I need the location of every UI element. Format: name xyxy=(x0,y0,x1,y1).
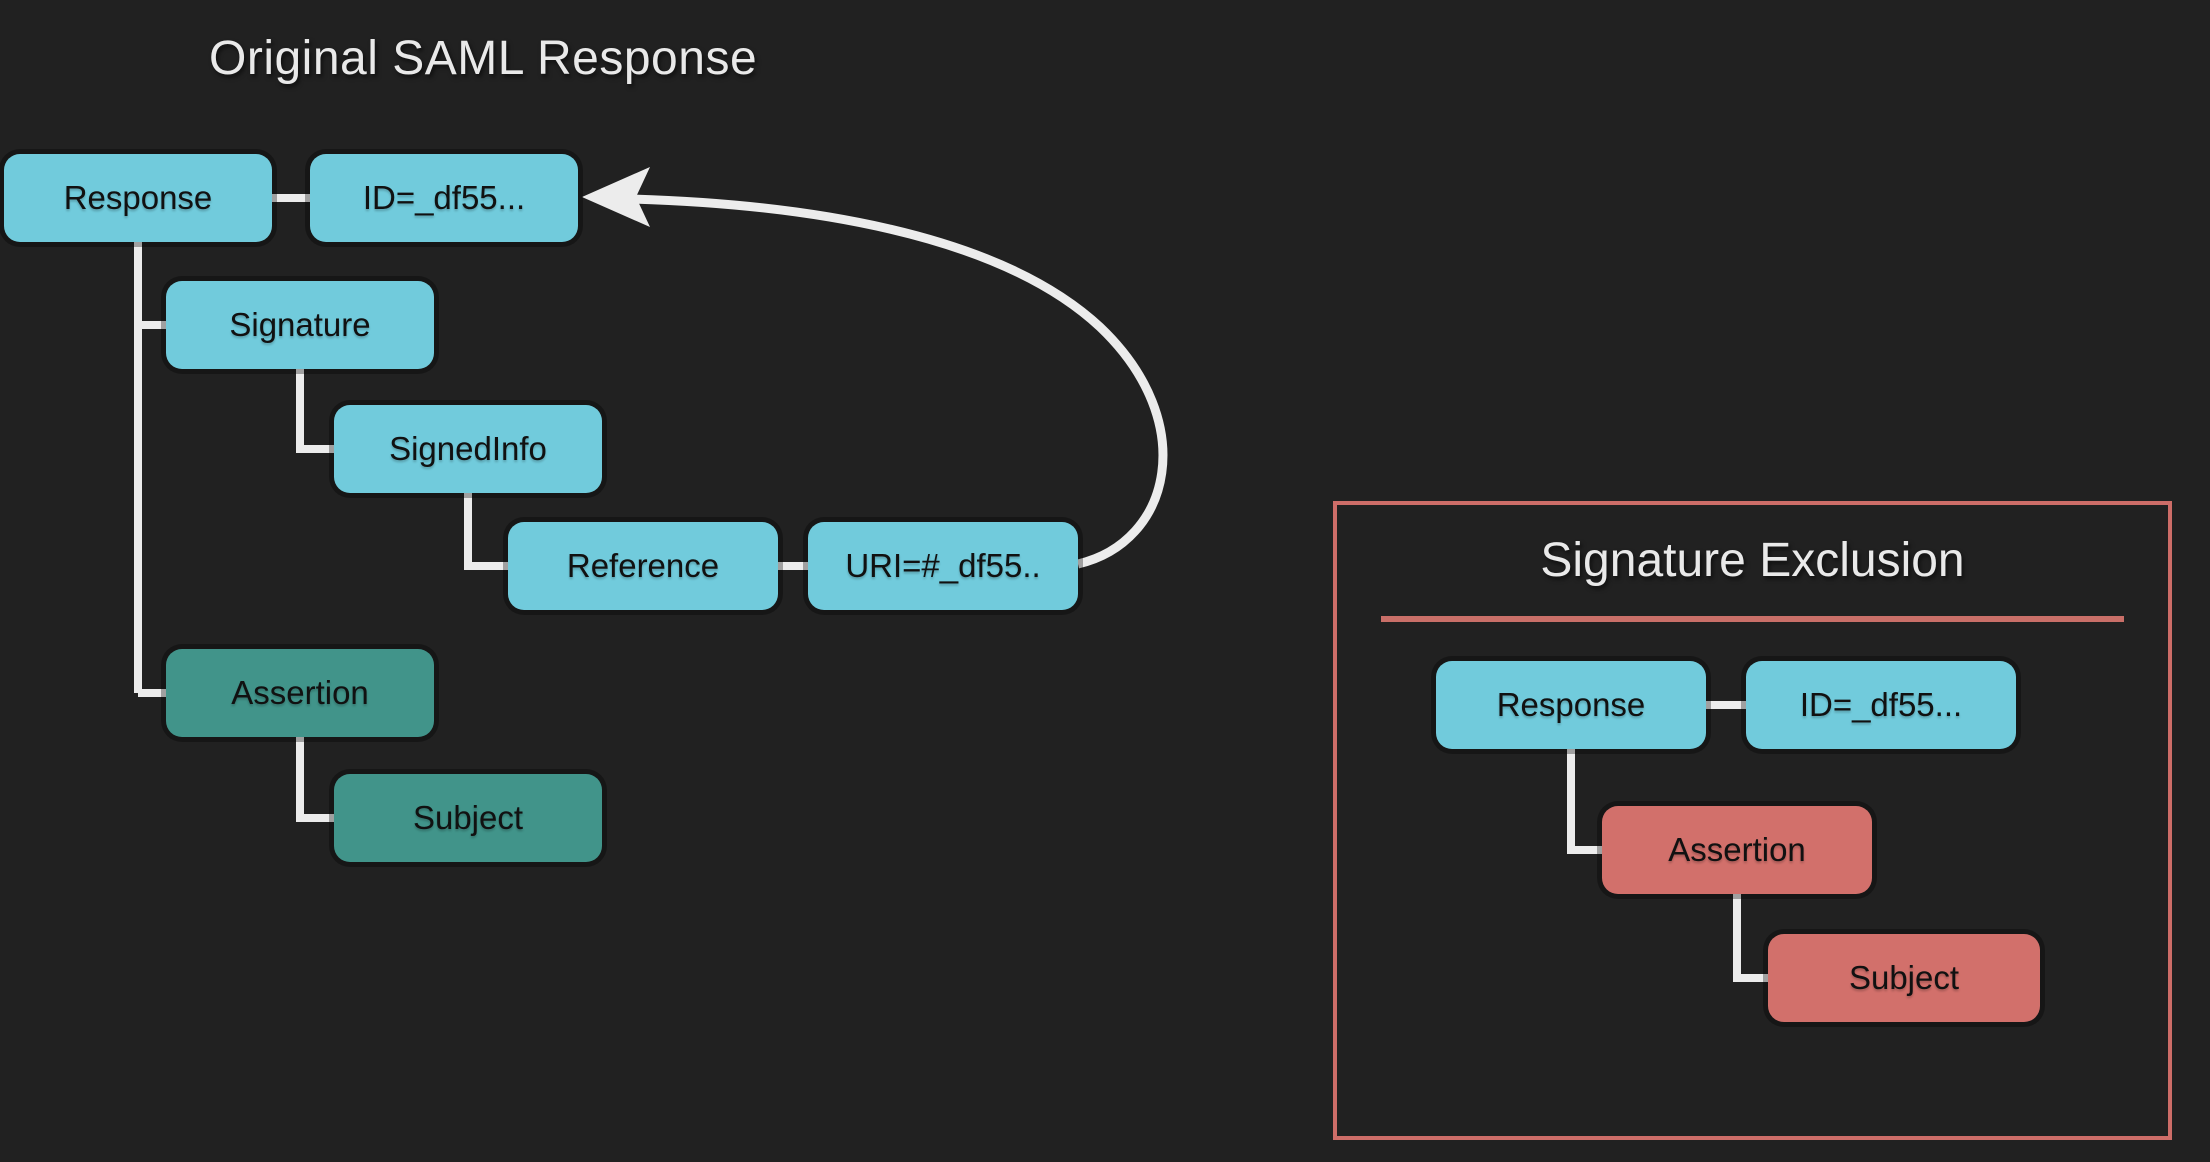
node-uri-attribute: URI=#_df55.. xyxy=(808,522,1078,610)
node-reference: Reference xyxy=(508,522,778,610)
left-diagram-title: Original SAML Response xyxy=(209,32,758,85)
signature-exclusion-panel: Signature Exclusion xyxy=(1333,501,2172,1140)
node-signedinfo: SignedInfo xyxy=(334,405,602,493)
arrowhead-icon xyxy=(582,167,650,227)
excluded-node-id-attribute: ID=_df55... xyxy=(1746,661,2016,749)
excluded-node-subject: Subject xyxy=(1768,934,2040,1022)
node-signature: Signature xyxy=(166,281,434,369)
excluded-node-response: Response xyxy=(1436,661,1706,749)
node-assertion: Assertion xyxy=(166,649,434,737)
reference-to-id-arrow xyxy=(582,167,1168,569)
right-panel-title: Signature Exclusion xyxy=(1540,534,1965,587)
node-subject: Subject xyxy=(334,774,602,862)
node-id-attribute: ID=_df55... xyxy=(310,154,578,242)
excluded-node-assertion: Assertion xyxy=(1602,806,1872,894)
title-underline xyxy=(1381,616,2124,622)
node-response: Response xyxy=(4,154,272,242)
